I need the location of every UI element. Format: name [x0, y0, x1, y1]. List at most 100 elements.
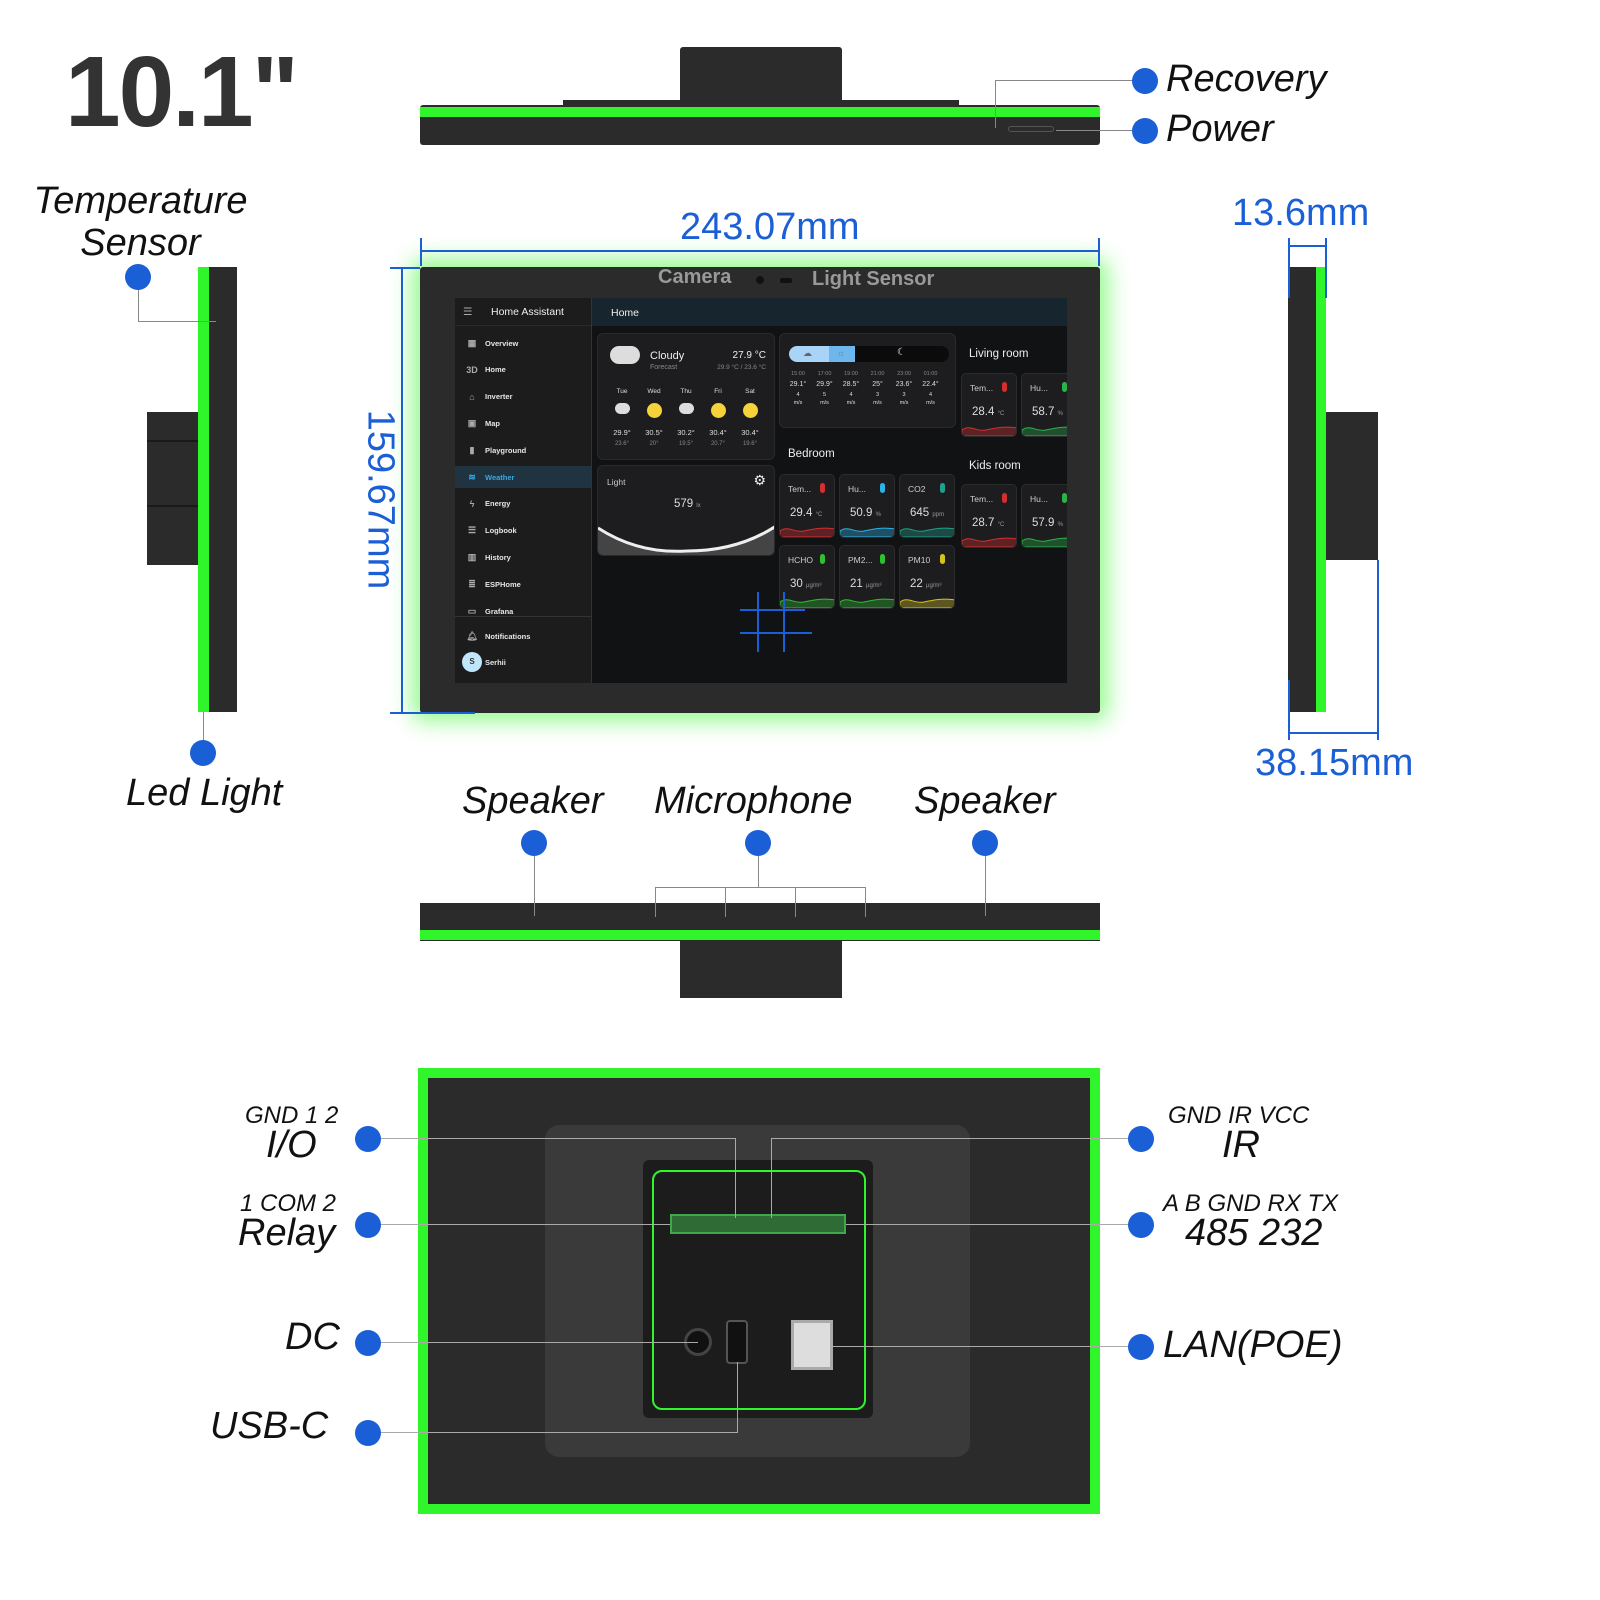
- sensor-name: Tem...: [970, 494, 994, 504]
- forecast-high: 30.4°: [709, 428, 727, 437]
- forecast-high: 30.5°: [645, 428, 663, 437]
- weather-forecast-card[interactable]: Cloudy Forecast 27.9 °C 29.9 °C / 23.6 °…: [597, 333, 775, 460]
- sidebar-item-map[interactable]: ▣Map: [455, 412, 591, 434]
- menu-icon[interactable]: ☰: [463, 305, 473, 318]
- sensor-value: 50.9: [850, 507, 873, 519]
- top-view-led: [420, 107, 1100, 117]
- connector-box: [643, 1160, 873, 1418]
- sensor-value: 29.4: [790, 507, 813, 519]
- temperature-sensor-marker: [125, 264, 151, 290]
- forecast-day: Thu: [680, 388, 692, 395]
- hourly-temp: 23.6°: [895, 381, 913, 388]
- sensor-icon: [940, 554, 945, 564]
- hourly-unit: m/s: [820, 400, 829, 406]
- hourly-unit: m/s: [926, 400, 935, 406]
- gear-icon[interactable]: ⚙: [753, 472, 766, 488]
- sidebar-item-playground[interactable]: ▮Playground: [455, 439, 591, 461]
- living-room-title: Living room: [969, 348, 1029, 360]
- temperature-sensor-label: Temperature Sensor: [33, 180, 248, 264]
- hourly-wind: 4: [928, 392, 933, 398]
- sun-icon: ☼: [837, 348, 846, 358]
- light-label: Light: [607, 477, 626, 487]
- sensor-name: PM2...: [848, 555, 873, 565]
- sun-icon: [711, 403, 726, 418]
- led-light-marker: [190, 740, 216, 766]
- light-sensor-label: Light Sensor: [812, 268, 935, 290]
- app-title: Home Assistant: [491, 305, 564, 318]
- sensor-tile[interactable]: Hu...58.7 %: [1021, 373, 1067, 437]
- hourly-temp: 29.1°: [789, 381, 807, 388]
- sensor-value: 28.7: [972, 517, 995, 529]
- sensor-tile[interactable]: Tem...29.4 °C: [779, 474, 835, 538]
- top-view-stand-base: [563, 100, 959, 106]
- sensor-value: 57.9: [1032, 517, 1055, 529]
- sensor-unit: µg/m³: [806, 583, 822, 589]
- sensor-icon: [820, 554, 825, 564]
- bottom-view-stand: [680, 940, 842, 998]
- sensor-icon: [940, 483, 945, 493]
- sensor-name: Tem...: [788, 484, 812, 494]
- light-sensor-icon: [780, 278, 792, 283]
- sensor-value: 22: [910, 578, 923, 590]
- sensor-icon: [880, 483, 885, 493]
- hourly-wind: 3: [875, 392, 880, 398]
- forecast-low: 20°: [649, 441, 659, 447]
- rs-marker: [1128, 1212, 1154, 1238]
- left-side-bracket: [147, 412, 200, 565]
- power-button: [1008, 126, 1054, 132]
- sidebar-item-overview[interactable]: ▦Overview: [455, 332, 591, 354]
- hourly-wind: 4: [849, 392, 853, 398]
- sensor-unit: %: [875, 512, 881, 518]
- sidebar-item-inverter[interactable]: ⌂Inverter: [455, 386, 591, 408]
- usb-c-marker: [355, 1420, 381, 1446]
- forecast-low: 19.5°: [678, 441, 694, 447]
- sensor-tile[interactable]: Tem...28.7 °C: [961, 484, 1017, 548]
- sensor-name: CO2: [908, 484, 926, 494]
- sidebar-item-esphome[interactable]: ≣ESPHome: [455, 573, 591, 595]
- page-title: Home: [611, 307, 640, 319]
- 3d-icon: 3D: [466, 364, 478, 375]
- sensor-sparkline: [1022, 426, 1067, 436]
- esphome-icon: ≣: [468, 578, 476, 589]
- microphone-label: Microphone: [654, 780, 853, 822]
- depth-dimension: 13.6mm: [1232, 192, 1370, 234]
- forecast-high: 30.2°: [677, 428, 695, 437]
- sidebar-item-weather[interactable]: ≋Weather: [455, 466, 591, 488]
- usb-c-label: USB-C: [210, 1405, 329, 1447]
- sensor-tile[interactable]: Hu...50.9 %: [839, 474, 895, 538]
- sensor-tile[interactable]: Tem...28.4 °C: [961, 373, 1017, 437]
- sensor-sparkline: [962, 537, 1016, 547]
- right-side-bracket: [1326, 412, 1378, 560]
- relay-pins: 1 COM 2: [240, 1190, 337, 1217]
- lan-port: [791, 1320, 833, 1370]
- hourly-temp: 25°: [872, 381, 883, 388]
- sensor-sparkline: [900, 598, 954, 608]
- sensor-value: 58.7: [1032, 406, 1055, 418]
- sensor-tile[interactable]: Hu...57.9 %: [1021, 484, 1067, 548]
- hourly-time: 19:00: [844, 371, 858, 377]
- kids-room-title: Kids room: [969, 460, 1021, 472]
- left-side-led: [198, 267, 209, 712]
- lan-label: LAN(POE): [1163, 1324, 1343, 1366]
- camera-label: Camera: [658, 266, 732, 288]
- sidebar-item-grafana[interactable]: ▭Grafana: [455, 600, 591, 622]
- speaker-left-marker: [521, 830, 547, 856]
- relay-marker: [355, 1212, 381, 1238]
- sidebar-item-notifications[interactable]: 🔔︎Notifications: [455, 625, 591, 647]
- sensor-tile[interactable]: PM2...21 µg/m³: [839, 545, 895, 609]
- weather-temp: 27.9 °C: [732, 350, 766, 361]
- sidebar-item-logbook[interactable]: ☰Logbook: [455, 520, 591, 542]
- light-card[interactable]: Light ⚙ 579 lx: [597, 465, 775, 556]
- hourly-wind: 3: [902, 392, 906, 398]
- sidebar-item-history[interactable]: ▥History: [455, 546, 591, 568]
- weather-condition: Cloudy: [650, 350, 685, 362]
- dashboard-icon: ▦: [467, 337, 477, 348]
